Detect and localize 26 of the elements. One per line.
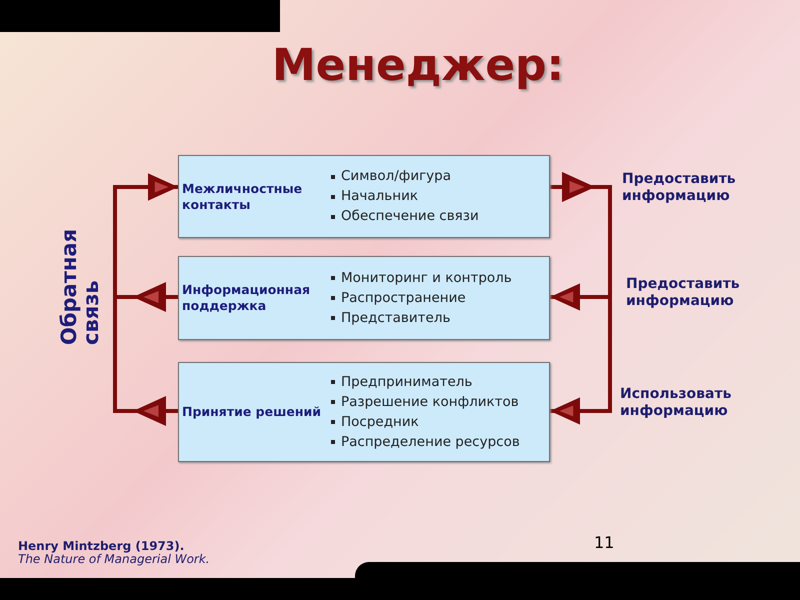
flow-label: Предоставить информацию <box>622 171 737 205</box>
role-item: Обеспечение связи <box>341 208 479 225</box>
page-number: 11 <box>594 532 614 554</box>
role-heading: Межличностные контакты <box>181 180 304 212</box>
role-box <box>178 362 550 462</box>
feedback-label: Обратная связь <box>58 228 102 345</box>
role-item: Распределение ресурсов <box>341 434 520 450</box>
citation-text: The Nature of Managerial Work. <box>18 552 210 568</box>
title: Менеджер: <box>272 39 564 93</box>
role-item: Разрешение конфликтов <box>341 394 519 410</box>
role-heading: Информационная поддержка <box>181 282 312 314</box>
role-item: Символ/фигура <box>341 168 452 185</box>
role-heading: Принятие решений <box>181 404 322 420</box>
role-item: Начальник <box>341 188 418 205</box>
role-item: Мониторинг и контроль <box>341 270 512 286</box>
feedback-arrow <box>113 173 178 426</box>
role-box <box>178 256 550 340</box>
flow-label: Предоставить информацию <box>626 276 741 310</box>
role-item: Представитель <box>341 310 450 326</box>
citation-text: Henry Mintzberg (1973). <box>18 538 184 554</box>
role-item: Распространение <box>341 290 466 306</box>
role-item: Предприниматель <box>341 374 472 390</box>
feedback-arrow <box>550 172 612 425</box>
role-item: Посредник <box>341 414 419 430</box>
role-box <box>178 155 550 238</box>
flow-label: Использовать информацию <box>620 386 732 420</box>
